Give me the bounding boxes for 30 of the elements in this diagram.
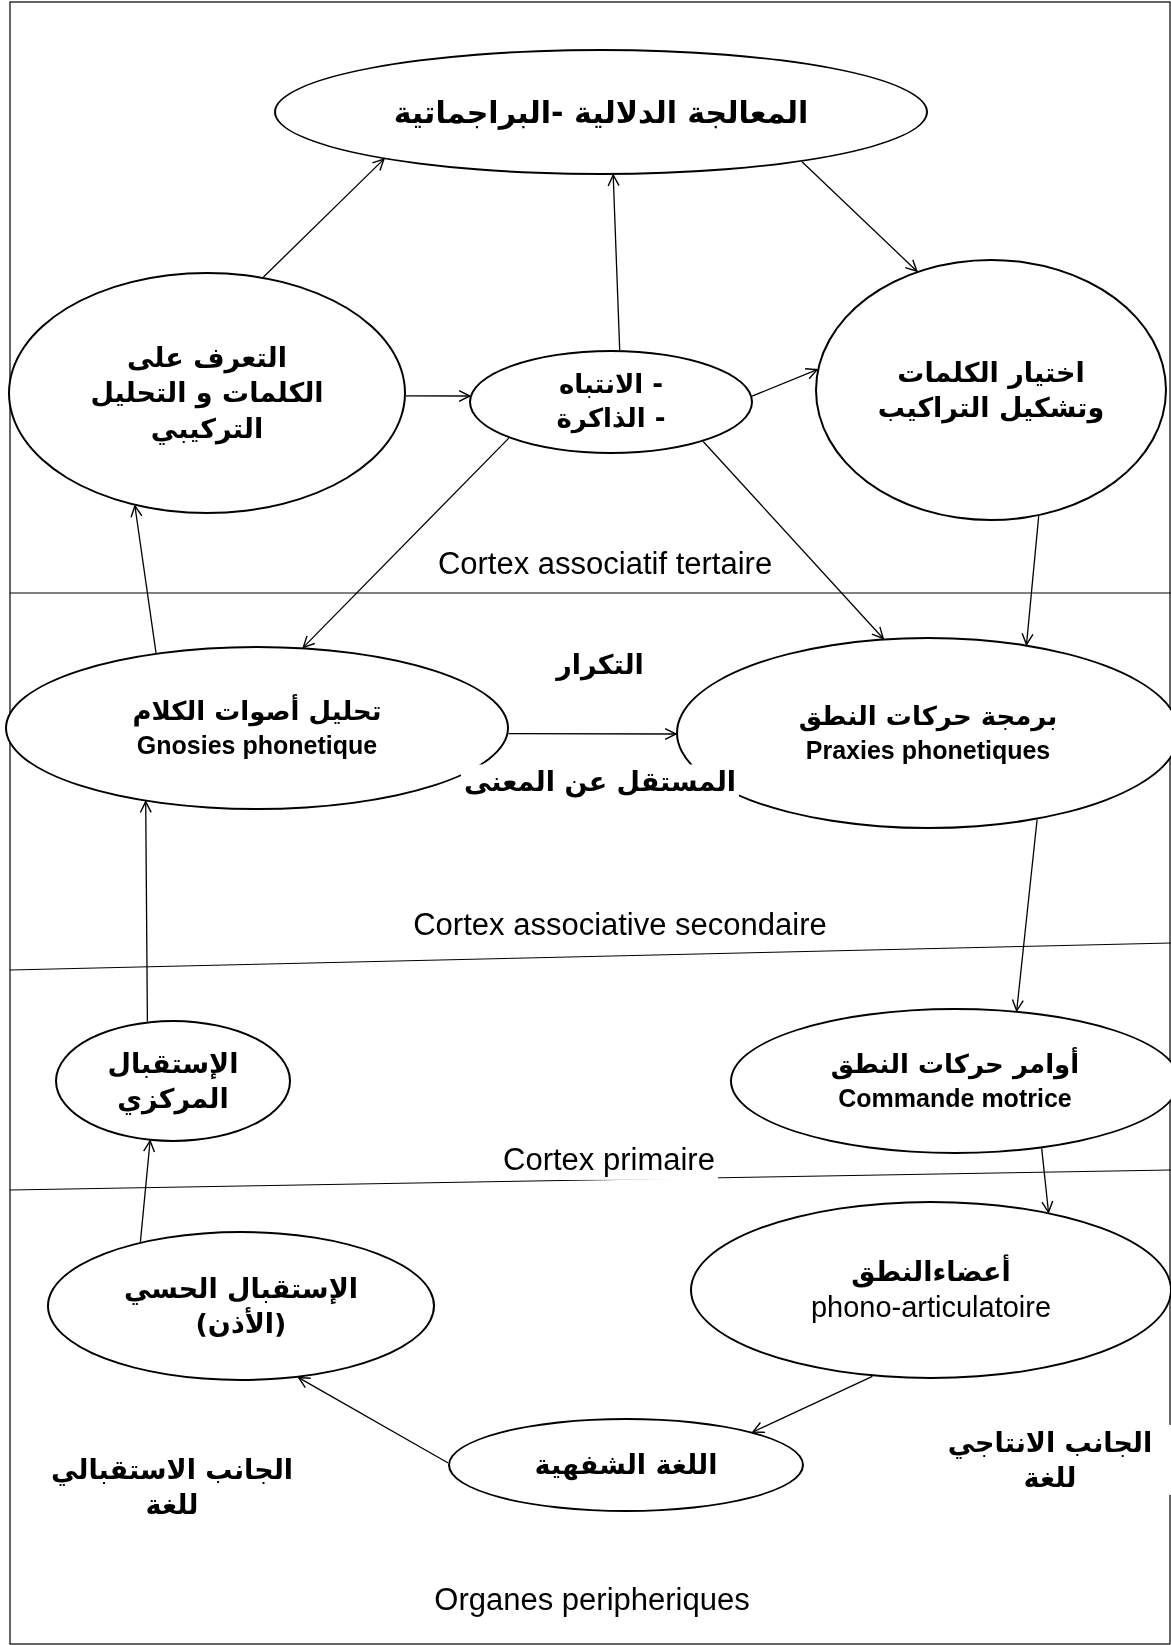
arrow <box>751 368 818 397</box>
node-text: الإستقبال المركزي <box>106 1046 240 1117</box>
note-label: المستقل عن المعنى <box>460 764 740 800</box>
arrow <box>1021 515 1040 646</box>
node-text: - الانتباه <box>558 368 664 402</box>
arrow <box>302 437 510 649</box>
arrow <box>130 505 157 654</box>
node-text: المعالجة الدلالية -البراجماتية <box>393 93 809 132</box>
arrow <box>1041 1147 1054 1213</box>
node-text: اللغة الشفهية <box>534 1448 718 1483</box>
node-text: اختيار الكلمات وتشكيل التراكيب <box>876 355 1106 426</box>
node-text: phono-articulatoire <box>810 1289 1052 1325</box>
node-text: برمجة حركات النطق <box>798 699 1058 734</box>
node-text: أوامر حركات النطق <box>830 1047 1080 1082</box>
node-text: أعضاءالنطق <box>851 1253 1011 1289</box>
node-text: Praxies phonetiques <box>805 734 1051 766</box>
arrow <box>702 440 884 640</box>
node-text: التعرف على الكلمات و التحليل التركيبي <box>89 341 325 446</box>
arrow <box>139 1140 156 1243</box>
node-text: تحليل أصوات الكلام <box>132 694 382 729</box>
arrow <box>405 389 471 403</box>
arrow <box>607 174 621 351</box>
node-text: الإستقبال الحسي (الأذن) <box>123 1271 359 1341</box>
arrow <box>507 727 677 741</box>
node-text: - الذاكرة <box>556 402 666 436</box>
node-text: Commande motrice <box>838 1082 1072 1114</box>
arrow <box>139 800 152 1023</box>
node-text: Gnosies phonetique <box>136 729 378 761</box>
arrow <box>262 158 385 278</box>
arrow <box>801 161 918 272</box>
